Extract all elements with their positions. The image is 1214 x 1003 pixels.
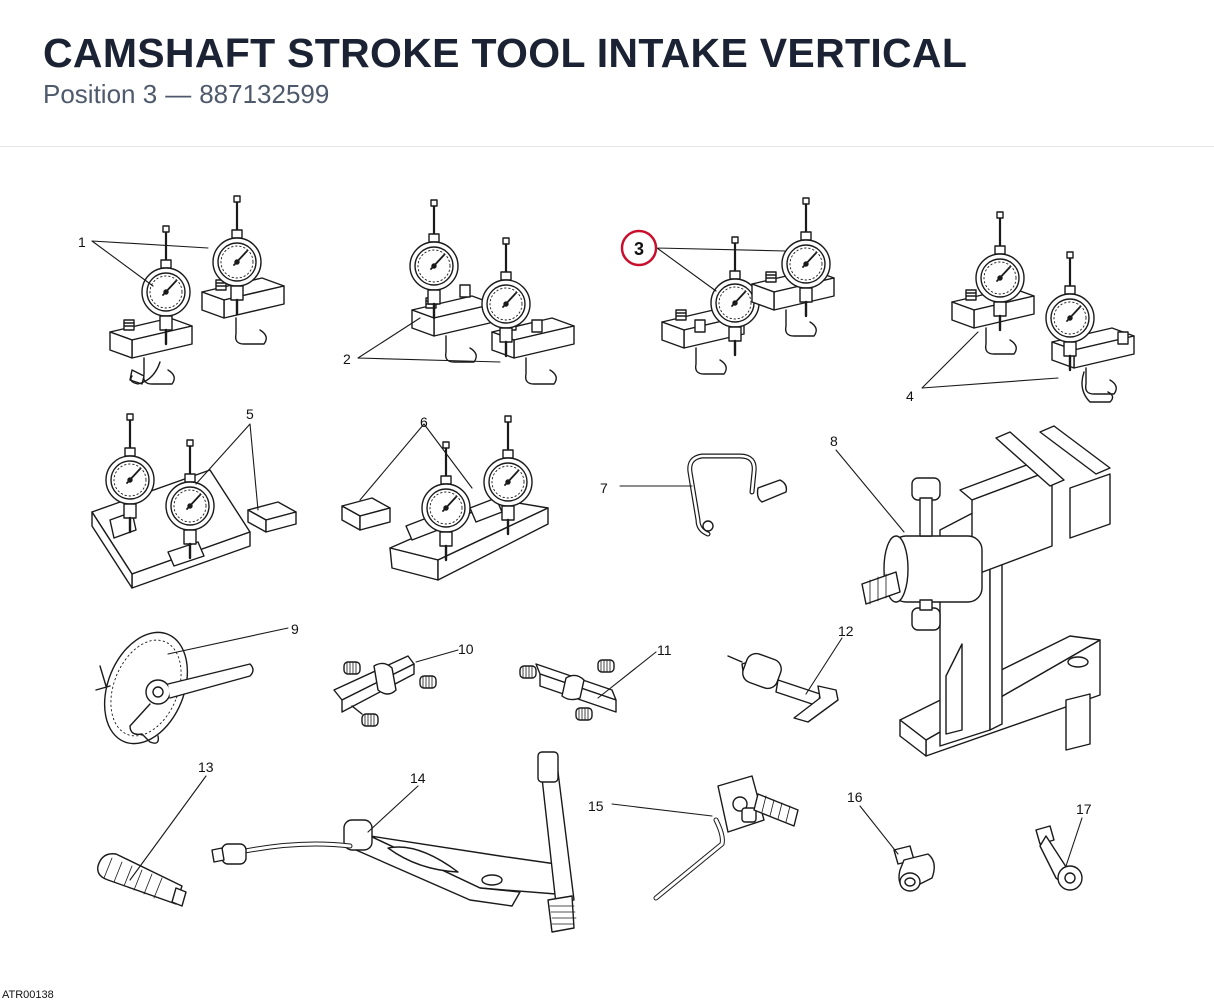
- tool-item-15: [653, 775, 799, 901]
- tool-item-5: [91, 412, 297, 589]
- callout-labels: 1 2 3 4 5 6 7 8 9 10 11 12 13 14 15 16 1…: [78, 229, 1092, 817]
- parts-diagram: 1 2 3 4 5 6 7 8 9 10 11 12 13 14 15 16 1…: [78, 194, 1135, 933]
- callout-9: 9: [291, 621, 299, 637]
- highlight-ring: [620, 229, 658, 267]
- subtitle-separator: —: [165, 79, 192, 109]
- leader-lines: [91, 240, 1083, 881]
- callout-10: 10: [458, 641, 474, 657]
- callout-13: 13: [198, 759, 214, 775]
- page-subtitle: Position 3—887132599: [43, 78, 329, 110]
- callout-5: 5: [246, 406, 254, 422]
- tool-item-14: [211, 751, 577, 933]
- page-title: CAMSHAFT STROKE TOOL INTAKE VERTICAL: [43, 30, 968, 76]
- callout-6: 6: [420, 414, 428, 430]
- tool-item-8: [861, 425, 1111, 757]
- callout-3: 3: [634, 239, 644, 259]
- tool-item-7: [687, 453, 788, 537]
- position-label: Position 3: [43, 79, 158, 109]
- callout-4: 4: [906, 388, 914, 404]
- tool-item-6: [341, 414, 549, 581]
- tool-item-17: [1035, 825, 1083, 891]
- tool-item-1: [109, 194, 285, 385]
- callout-2: 2: [343, 351, 351, 367]
- tool-item-12: [727, 652, 839, 723]
- tool-item-10: [333, 655, 437, 727]
- tool-item-9: [95, 631, 254, 745]
- callout-16: 16: [847, 789, 863, 805]
- tool-item-4: [951, 210, 1135, 403]
- callout-17: 17: [1076, 801, 1092, 817]
- callout-12: 12: [838, 623, 854, 639]
- tool-item-11: [519, 659, 617, 721]
- tool-item-2: [408, 198, 575, 385]
- tool-item-13: [97, 853, 187, 907]
- callout-14: 14: [410, 770, 426, 786]
- callout-11: 11: [657, 642, 672, 658]
- callout-7: 7: [600, 480, 608, 496]
- part-number: 887132599: [199, 79, 330, 109]
- header: CAMSHAFT STROKE TOOL INTAKE VERTICAL Pos…: [0, 0, 1214, 147]
- tool-item-16: [893, 845, 935, 892]
- callout-8: 8: [830, 433, 838, 449]
- callout-15: 15: [588, 798, 604, 814]
- callout-1: 1: [78, 234, 86, 250]
- drawing-code: ATR00138: [2, 989, 54, 1001]
- tool-item-3: [661, 196, 835, 375]
